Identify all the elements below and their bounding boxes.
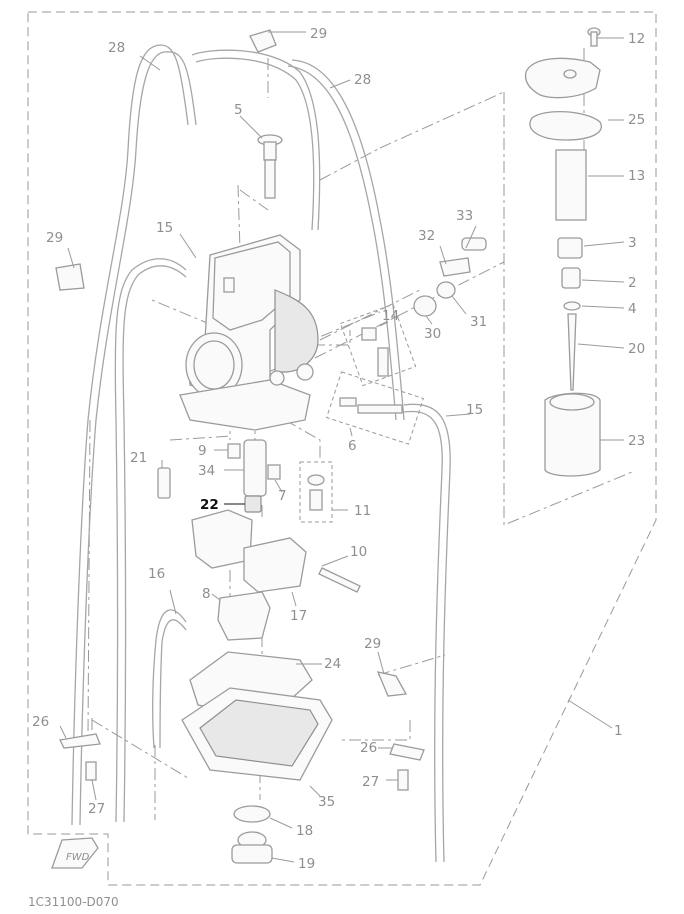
callout-20: 20 bbox=[628, 341, 645, 357]
part-5-plunger bbox=[257, 134, 283, 199]
callout-16: 16 bbox=[148, 566, 165, 582]
callout-29-left: 29 bbox=[46, 230, 63, 246]
callout-8: 8 bbox=[202, 586, 211, 602]
callout-9: 9 bbox=[198, 443, 207, 459]
callout-28-left: 28 bbox=[108, 40, 125, 56]
part-29-clamp-left bbox=[55, 263, 85, 291]
callout-15-left: 15 bbox=[156, 220, 173, 236]
part-3-holder bbox=[557, 237, 583, 259]
callout-21: 21 bbox=[130, 450, 147, 466]
part-11-group bbox=[299, 461, 333, 523]
callout-4: 4 bbox=[628, 301, 637, 317]
callout-leader-lines bbox=[59, 31, 625, 863]
part-26-clip-left bbox=[59, 733, 101, 749]
part-18-oring bbox=[233, 805, 271, 823]
part-13-spring bbox=[555, 149, 587, 221]
part-23-slide bbox=[544, 392, 601, 477]
callout-labels: 12 25 13 3 2 4 20 23 1 29 28 28 5 29 15 … bbox=[32, 26, 645, 872]
callout-18: 18 bbox=[296, 823, 313, 839]
callout-13: 13 bbox=[628, 168, 645, 184]
part-cover-top bbox=[524, 57, 601, 99]
callout-31: 31 bbox=[470, 314, 487, 330]
callout-7: 7 bbox=[278, 488, 287, 504]
part-4-clip bbox=[563, 301, 581, 311]
callout-28-right: 28 bbox=[354, 72, 371, 88]
diagram-frame bbox=[27, 11, 657, 886]
carburetor-body bbox=[179, 234, 319, 431]
assembly-guide-lines bbox=[87, 48, 633, 820]
callout-27-left: 27 bbox=[88, 801, 105, 817]
vent-hoses bbox=[71, 44, 451, 863]
callout-34: 34 bbox=[198, 463, 215, 479]
part-27-screw-right bbox=[397, 769, 409, 791]
callout-6: 6 bbox=[348, 438, 357, 454]
part-21-jet bbox=[157, 467, 171, 499]
part-12-screw bbox=[587, 27, 601, 47]
part-10-pin bbox=[318, 567, 361, 593]
part-float-chamber-upper bbox=[191, 509, 253, 569]
part-9-screw bbox=[227, 443, 241, 459]
callout-1: 1 bbox=[614, 723, 623, 739]
fwd-label: FWD bbox=[66, 852, 90, 863]
callout-3: 3 bbox=[628, 235, 637, 251]
part-8-needle-valve bbox=[217, 591, 271, 641]
part-30-cap bbox=[413, 295, 437, 317]
callout-17: 17 bbox=[290, 608, 307, 624]
part-6-starter bbox=[326, 371, 424, 445]
part-35-float-bowl bbox=[181, 687, 333, 781]
callout-2: 2 bbox=[628, 275, 637, 291]
callout-19: 19 bbox=[298, 856, 315, 872]
part-27-screw-left bbox=[85, 761, 97, 781]
part-17-float bbox=[243, 537, 307, 593]
callout-15-right: 15 bbox=[466, 402, 483, 418]
callout-24: 24 bbox=[324, 656, 341, 672]
part-25-gasket bbox=[529, 110, 602, 141]
part-33-screw bbox=[461, 237, 487, 251]
part-20-needle bbox=[567, 313, 577, 391]
callout-29-top: 29 bbox=[310, 26, 327, 42]
part-22-main-jet bbox=[244, 495, 262, 513]
callout-35: 35 bbox=[318, 794, 335, 810]
callout-32: 32 bbox=[418, 228, 435, 244]
callout-22-highlighted[interactable]: 22 bbox=[200, 497, 219, 513]
callout-33: 33 bbox=[456, 208, 473, 224]
diagram-code: 1C31100-D070 bbox=[28, 895, 119, 909]
callout-11: 11 bbox=[354, 503, 371, 519]
callout-30: 30 bbox=[424, 326, 441, 342]
part-29-clamp-top bbox=[249, 29, 277, 53]
part-29-clamp-right bbox=[376, 671, 408, 697]
part-34-needle-jet bbox=[243, 439, 267, 497]
callout-29-right: 29 bbox=[364, 636, 381, 652]
part-2-clip bbox=[561, 267, 581, 289]
callout-14: 14 bbox=[382, 308, 399, 324]
callout-26-right: 26 bbox=[360, 740, 377, 756]
callout-5: 5 bbox=[234, 102, 243, 118]
part-31-oring bbox=[436, 281, 456, 299]
callout-27-right: 27 bbox=[362, 774, 379, 790]
callout-26-left: 26 bbox=[32, 714, 49, 730]
callout-12: 12 bbox=[628, 31, 645, 47]
part-32-bracket bbox=[439, 257, 471, 277]
callout-23: 23 bbox=[628, 433, 645, 449]
callout-10: 10 bbox=[350, 544, 367, 560]
part-26-clip-right bbox=[389, 743, 425, 761]
callout-25: 25 bbox=[628, 112, 645, 128]
part-7-screw bbox=[267, 464, 281, 480]
fwd-arrow-icon: FWD bbox=[51, 837, 99, 869]
part-14-pilot-screw bbox=[339, 303, 417, 387]
part-19-drain-plug bbox=[231, 831, 273, 864]
